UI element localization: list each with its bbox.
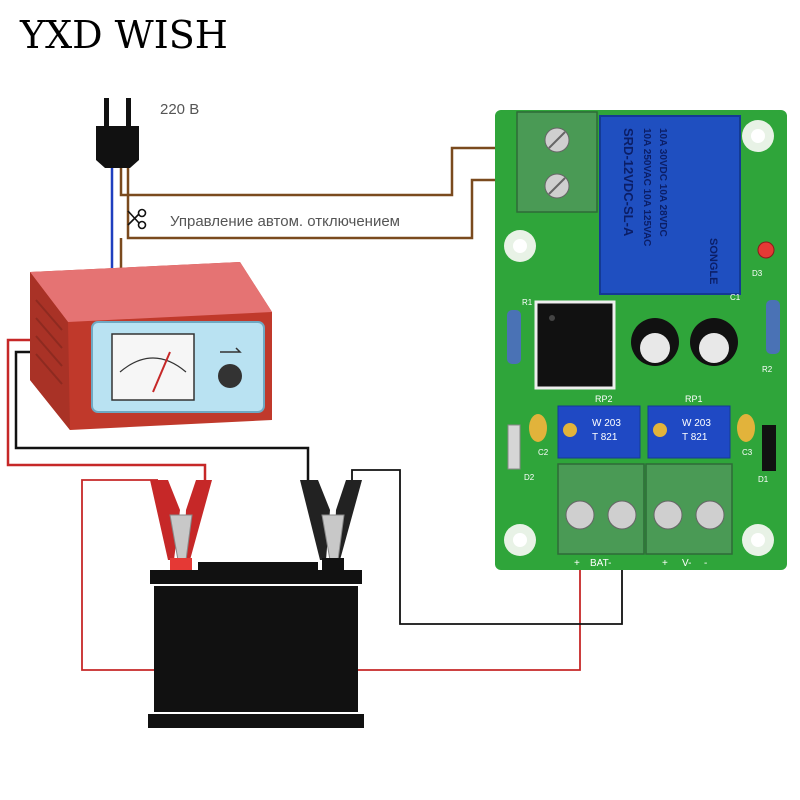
relay-module-icon: SRD-12VDC-SL-A 10A 250VAC 10A 125VAC 10A… — [495, 110, 787, 570]
brand-title: YXD WISH — [19, 13, 228, 57]
pot1-marking: W 203 — [592, 418, 621, 429]
ref-r1: R1 — [522, 298, 533, 307]
pot2-marking: W 203 — [682, 418, 711, 429]
relay-rating-1: 10A 250VAC 10A 125VAC — [641, 128, 652, 246]
pot-label-rp1: RP1 — [685, 394, 703, 404]
pot1-code: T 821 — [592, 432, 618, 443]
terminal-bat: BAT- — [590, 558, 611, 569]
battery-icon — [148, 558, 364, 728]
pot-label-rp2: RP2 — [595, 394, 613, 404]
terminal-v-minus: - — [704, 558, 707, 569]
pot2-code: T 821 — [682, 432, 708, 443]
battery-plus-wire — [81, 479, 581, 671]
ref-d1: D1 — [758, 475, 769, 484]
relay-model: SRD-12VDC-SL-A — [621, 128, 636, 237]
charger-icon — [30, 262, 272, 430]
relay-rating-2: 10A 30VDC 10A 28VDC — [657, 128, 668, 237]
wires — [6, 146, 623, 671]
ref-r2: R2 — [762, 365, 773, 374]
terminal-bat-plus: + — [574, 558, 580, 569]
ref-d2: D2 — [524, 473, 535, 482]
ref-c3: C3 — [742, 448, 753, 457]
power-plug-icon — [96, 98, 139, 168]
ref-c2: C2 — [538, 448, 549, 457]
scissors-icon — [127, 208, 147, 230]
ref-c1: C1 — [730, 293, 741, 302]
control-label: Управление автом. отключением — [170, 213, 400, 230]
terminal-v: V- — [682, 558, 691, 569]
terminal-v-plus: + — [662, 558, 668, 569]
mains-voltage-label: 220 В — [160, 101, 199, 118]
control-wire-2 — [126, 168, 525, 240]
relay-brand: SONGLE — [707, 238, 719, 284]
charger-red-wire — [6, 338, 207, 480]
alligator-clip-icon — [150, 480, 362, 561]
charger-black-wire — [14, 350, 310, 480]
ref-d3: D3 — [752, 269, 763, 278]
control-wire-1 — [119, 146, 525, 197]
battery-minus-wire — [351, 469, 623, 625]
